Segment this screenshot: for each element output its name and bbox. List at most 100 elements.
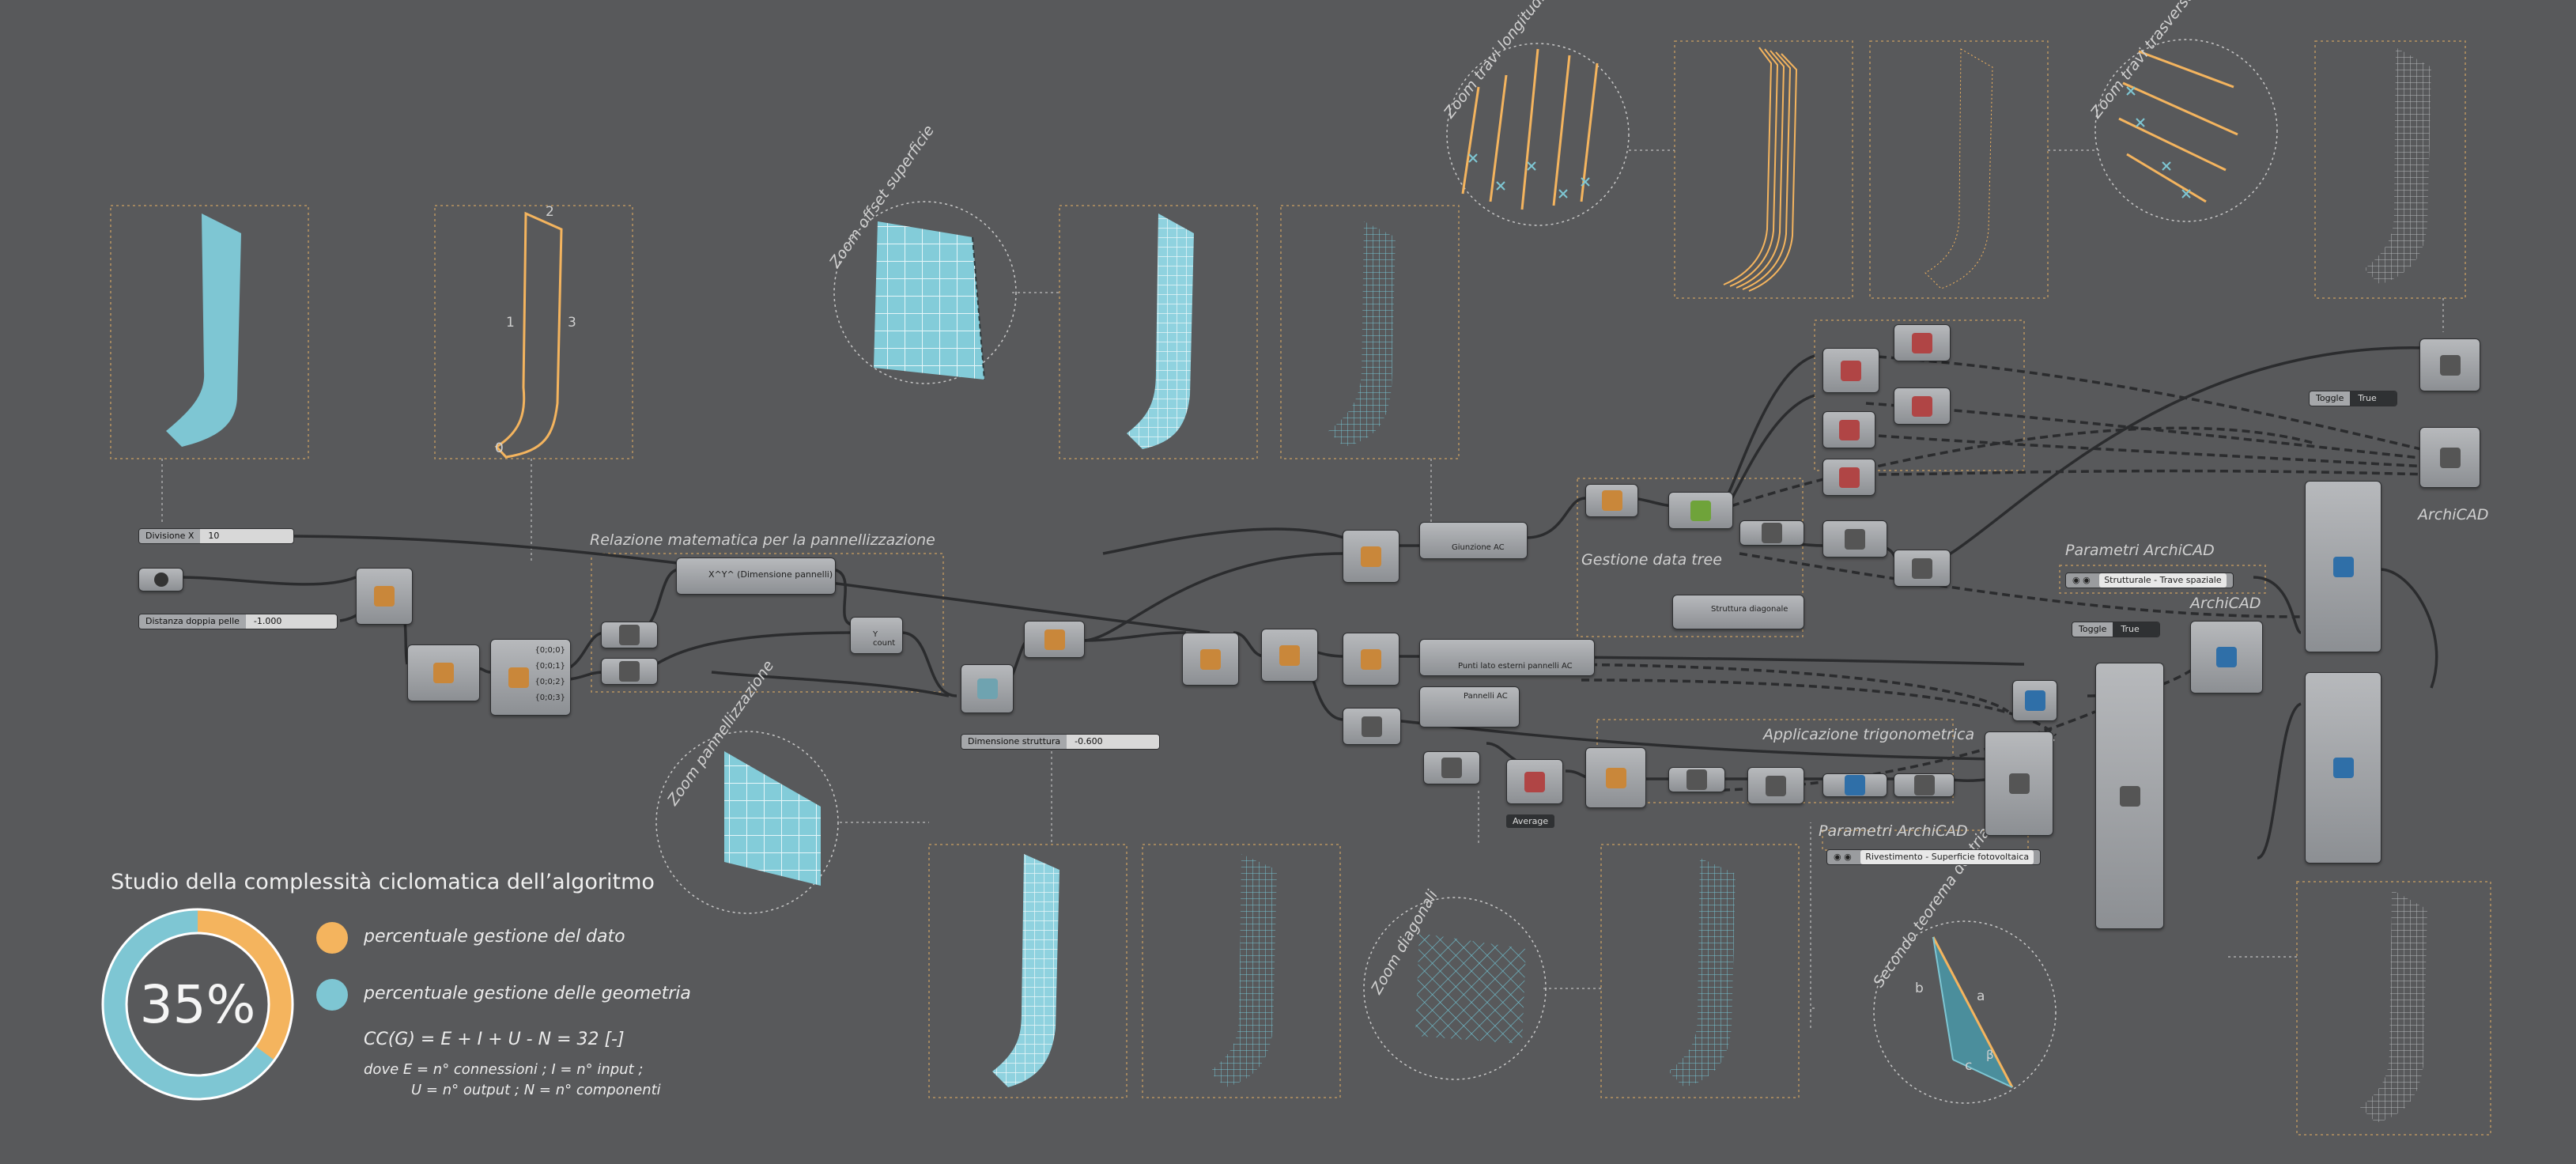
curve-label-2: 2: [546, 204, 554, 220]
component-giunzione-ac[interactable]: Giunzione AC: [1419, 522, 1528, 559]
preview-offset-surface: [1127, 214, 1194, 449]
component-punti-lato[interactable]: Punti lato esterni pannelli AC: [1419, 639, 1595, 676]
group-frame-relazione: [591, 553, 944, 693]
curve-label-3: 3: [568, 315, 576, 331]
component-archicad-cw[interactable]: [2190, 621, 2263, 693]
slider-dimensione-value[interactable]: -0.600: [1067, 735, 1159, 749]
component-brep-edges[interactable]: [1261, 629, 1318, 682]
toggle-1-value[interactable]: True: [2350, 391, 2397, 406]
line-icon: [1686, 769, 1707, 790]
tree-icon: [508, 667, 529, 688]
component-dimensione-pannelli[interactable]: X^Y^ (Dimensione pannelli): [676, 557, 836, 595]
cyclomatic-donut-chart: [101, 908, 294, 1101]
component-explode-tree[interactable]: {0;0;0} {0;0;1} {0;0;2} {0;0;3}: [490, 639, 571, 716]
component-shift-2[interactable]: [1894, 387, 1951, 425]
component-brep[interactable]: [138, 568, 183, 591]
component-struttura-diagonale[interactable]: Struttura diagonale: [1672, 595, 1804, 629]
summary-title: Studio della complessità ciclomatica del…: [111, 870, 655, 894]
component-curve-length-1[interactable]: [601, 622, 658, 648]
slider-distanza-doppia-pelle[interactable]: Distanza doppia pelle -1.000: [138, 614, 338, 629]
shift-icon: [1912, 395, 1932, 417]
component-archicad-curtain-wall[interactable]: [2095, 663, 2164, 929]
component-sine[interactable]: [1822, 773, 1887, 797]
component-line-length[interactable]: [1668, 767, 1725, 792]
component-archicad-object[interactable]: [2305, 672, 2381, 864]
point-icon: [1605, 767, 1626, 788]
matrix-icon: [1762, 523, 1782, 543]
component-shift-1[interactable]: [1894, 324, 1951, 361]
surface-icon: [976, 678, 998, 699]
triangle-diagram: [1932, 936, 2014, 1088]
value-list-rivestimento[interactable]: ◉ ◉ Rivestimento - Superficie fotovoltai…: [1826, 849, 2042, 865]
shift-icon: [1912, 332, 1932, 353]
component-archicad-selector[interactable]: [2012, 680, 2057, 721]
component-curve-pipe[interactable]: [1822, 520, 1887, 557]
zoom-offset-grid: [874, 221, 984, 380]
component-polyline[interactable]: [1423, 751, 1480, 784]
cable-icon: [2439, 447, 2461, 468]
component-tree-branch[interactable]: [1668, 492, 1733, 529]
component-flip-matrix[interactable]: [1739, 520, 1804, 546]
preview-grid-surface: [1328, 221, 1396, 447]
zoom-circle-longitudinali: [1446, 43, 1630, 226]
toggle-2[interactable]: Toggle True: [2072, 622, 2160, 637]
toggle-2-value[interactable]: True: [2113, 622, 2159, 637]
component-isotrim[interactable]: [1024, 621, 1085, 658]
label-archicad-1: ArchiCAD: [2190, 595, 2261, 612]
component-path[interactable]: [1894, 550, 1951, 587]
selector-icon: [2024, 690, 2045, 711]
component-line[interactable]: [1343, 708, 1401, 745]
legend-geometry: percentuale gestione delle geometria: [364, 984, 691, 1003]
component-archicad-beam[interactable]: [2305, 481, 2381, 652]
preview-frame-cladding: [2296, 881, 2491, 1136]
component-surface-split[interactable]: [1343, 633, 1399, 686]
component-archicad-layer[interactable]: [2419, 338, 2480, 391]
component-list-item-2[interactable]: [1822, 411, 1875, 448]
slider-distanza-value[interactable]: -1.000: [245, 614, 337, 629]
component-construct-point[interactable]: [1585, 747, 1646, 808]
value-list-strutturale[interactable]: ◉ ◉ Strutturale - Trave spaziale: [2065, 573, 2234, 588]
component-y-count[interactable]: Y count: [850, 617, 903, 654]
line-icon: [1362, 716, 1382, 737]
component-archicad-cable[interactable]: [2419, 427, 2480, 488]
list-icon: [1838, 419, 1860, 440]
slider-divisione-value[interactable]: 10: [200, 529, 293, 543]
pipe-icon: [1845, 528, 1865, 550]
component-deconstruct[interactable]: [1343, 530, 1399, 583]
component-offset-surface[interactable]: [356, 568, 413, 625]
component-divide-surface[interactable]: [961, 664, 1014, 713]
preview-cladding: [2360, 890, 2427, 1123]
preview-frame-panels-2: [1142, 844, 1341, 1098]
brep-icon: [153, 573, 168, 587]
preview-frame-trans-beams: [1869, 40, 2049, 299]
component-archicad-mesh[interactable]: [1985, 731, 2053, 836]
component-pannelli-ac[interactable]: Pannelli AC: [1419, 686, 1520, 728]
formula: CC(G) = E + I + U - N = 32 [-]: [364, 1030, 625, 1049]
preview-frame-panels: [928, 844, 1127, 1098]
preview-surface: [166, 214, 241, 447]
toggle-1[interactable]: Toggle True: [2309, 391, 2397, 406]
component-curve-length-2[interactable]: [601, 658, 658, 685]
zoom-diagonal-grid: [1415, 933, 1526, 1044]
component-list-item-1[interactable]: [1822, 348, 1879, 393]
zoom-circle-offset: [833, 201, 1017, 384]
component-degrees[interactable]: [1894, 773, 1955, 797]
component-list-item-3[interactable]: [1822, 459, 1875, 496]
label-gestione-tree: Gestione data tree: [1581, 551, 1722, 569]
zoom-panel-grid: [724, 751, 821, 886]
slider-dimensione-struttura[interactable]: Dimensione struttura -0.600: [961, 734, 1160, 750]
component-division[interactable]: [1747, 767, 1804, 804]
sine-icon: [1845, 775, 1865, 796]
slider-dimensione-name: Dimensione struttura: [961, 735, 1067, 749]
slider-divisione-x[interactable]: Divisione X 10: [138, 528, 294, 544]
triangle-label-beta: β: [1986, 1048, 1994, 1062]
group-frame-gestione: [1577, 478, 1804, 637]
preview-frame-grid: [1280, 205, 1460, 459]
component-bake[interactable]: [1585, 484, 1638, 517]
component-edges[interactable]: [407, 644, 480, 701]
component-offset[interactable]: [1182, 633, 1239, 686]
percent-label: 35%: [139, 973, 256, 1035]
curtain-wall-icon: [2119, 785, 2140, 807]
edges-icon: [433, 663, 454, 683]
component-average[interactable]: [1506, 759, 1563, 804]
